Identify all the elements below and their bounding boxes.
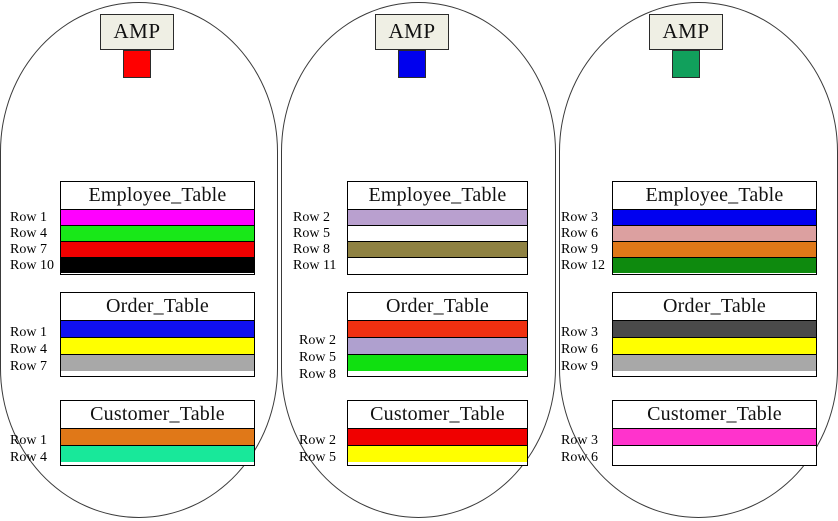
table-title: Employee_Table [645, 184, 784, 206]
table-row-band[interactable] [613, 241, 816, 257]
table-card-order-table-3[interactable]: Order_Table [612, 292, 817, 377]
table-row-band[interactable] [348, 209, 527, 225]
amp-color-tab-1 [123, 50, 151, 78]
table-row-band[interactable] [348, 445, 527, 462]
table-row-band[interactable] [61, 257, 254, 273]
table-row-band[interactable] [61, 428, 254, 445]
table-title: Order_Table [106, 295, 209, 317]
row-label: Row 2 [299, 333, 336, 348]
row-label: Row 5 [299, 350, 336, 365]
table-row-band[interactable] [61, 320, 254, 337]
table-row-band[interactable] [613, 225, 816, 241]
table-row-band[interactable] [613, 445, 816, 462]
table-row-band[interactable] [613, 320, 816, 337]
table-title: Customer_Table [647, 403, 782, 425]
table-row-band[interactable] [61, 445, 254, 462]
table-row-band[interactable] [348, 428, 527, 445]
row-label: Row 9 [561, 359, 598, 374]
table-row-band[interactable] [61, 354, 254, 371]
row-label: Row 6 [561, 342, 598, 357]
table-row-bands [61, 209, 254, 273]
row-label: Row 9 [561, 242, 598, 257]
table-row-band[interactable] [61, 209, 254, 225]
table-row-band[interactable] [613, 428, 816, 445]
row-label: Row 10 [10, 258, 54, 273]
row-label: Row 8 [299, 367, 336, 382]
table-row-band[interactable] [348, 241, 527, 257]
row-label: Row 3 [561, 325, 598, 340]
amp-color-tab-3 [672, 50, 700, 78]
row-label: Row 5 [293, 226, 330, 241]
table-row-bands [348, 320, 527, 371]
row-label-group: Row 3 Row 6 Row 9 [561, 324, 598, 375]
amp-label-box-2[interactable]: AMP [375, 14, 449, 50]
row-label: Row 3 [561, 433, 598, 448]
row-label-group: Row 1 Row 4 [10, 432, 47, 466]
amp-color-tab-2 [398, 50, 426, 78]
table-row-bands [61, 320, 254, 371]
table-card-employee-table-1[interactable]: Employee_Table [60, 181, 255, 275]
table-card-customer-table-1[interactable]: Customer_Table [60, 400, 255, 466]
table-row-band[interactable] [348, 337, 527, 354]
row-label: Row 1 [10, 433, 47, 448]
row-label: Row 8 [293, 242, 330, 257]
row-label: Row 4 [10, 342, 47, 357]
row-label: Row 7 [10, 359, 47, 374]
table-row-band[interactable] [348, 225, 527, 241]
row-label: Row 4 [10, 226, 47, 241]
table-row-bands [348, 428, 527, 462]
table-card-employee-table-3[interactable]: Employee_Table [612, 181, 817, 275]
row-label: Row 1 [10, 210, 47, 225]
amp-label-box-3[interactable]: AMP [649, 14, 723, 50]
table-row-band[interactable] [348, 354, 527, 371]
table-card-order-table-2[interactable]: Order_Table [347, 292, 528, 377]
table-row-band[interactable] [61, 241, 254, 257]
table-row-bands [61, 428, 254, 462]
table-title: Customer_Table [90, 403, 225, 425]
table-row-band[interactable] [613, 209, 816, 225]
table-title: Order_Table [663, 295, 766, 317]
table-row-bands [613, 209, 816, 273]
table-title: Customer_Table [370, 403, 505, 425]
table-row-bands [613, 428, 816, 462]
row-label: Row 7 [10, 242, 47, 257]
row-label: Row 12 [561, 258, 605, 273]
row-label: Row 1 [10, 325, 47, 340]
row-label: Row 3 [561, 210, 598, 225]
table-row-band[interactable] [613, 337, 816, 354]
table-row-band[interactable] [348, 257, 527, 273]
row-label: Row 11 [293, 258, 337, 273]
table-row-bands [348, 209, 527, 273]
table-title: Order_Table [386, 295, 489, 317]
table-row-band[interactable] [613, 354, 816, 371]
row-label-group: Row 2 Row 5 Row 8 [299, 332, 336, 383]
table-row-band[interactable] [61, 225, 254, 241]
table-card-order-table-1[interactable]: Order_Table [60, 292, 255, 377]
row-label-group: Row 2 Row 5 [299, 432, 336, 466]
table-row-bands [613, 320, 816, 371]
row-label: Row 4 [10, 450, 47, 465]
row-label: Row 6 [561, 226, 598, 241]
row-label: Row 2 [299, 433, 336, 448]
amp-label-box-1[interactable]: AMP [100, 14, 174, 50]
row-label-group: Row 3 Row 6 [561, 432, 598, 466]
table-title: Employee_Table [368, 184, 507, 206]
row-label: Row 2 [293, 210, 330, 225]
table-row-band[interactable] [61, 337, 254, 354]
table-title: Employee_Table [88, 184, 227, 206]
table-card-customer-table-3[interactable]: Customer_Table [612, 400, 817, 466]
row-label-group: Row 1 Row 4 Row 7 [10, 324, 47, 375]
table-row-band[interactable] [348, 320, 527, 337]
table-card-employee-table-2[interactable]: Employee_Table [347, 181, 528, 275]
table-row-band[interactable] [613, 257, 816, 273]
row-label: Row 5 [299, 450, 336, 465]
row-label: Row 6 [561, 450, 598, 465]
table-card-customer-table-2[interactable]: Customer_Table [347, 400, 528, 466]
